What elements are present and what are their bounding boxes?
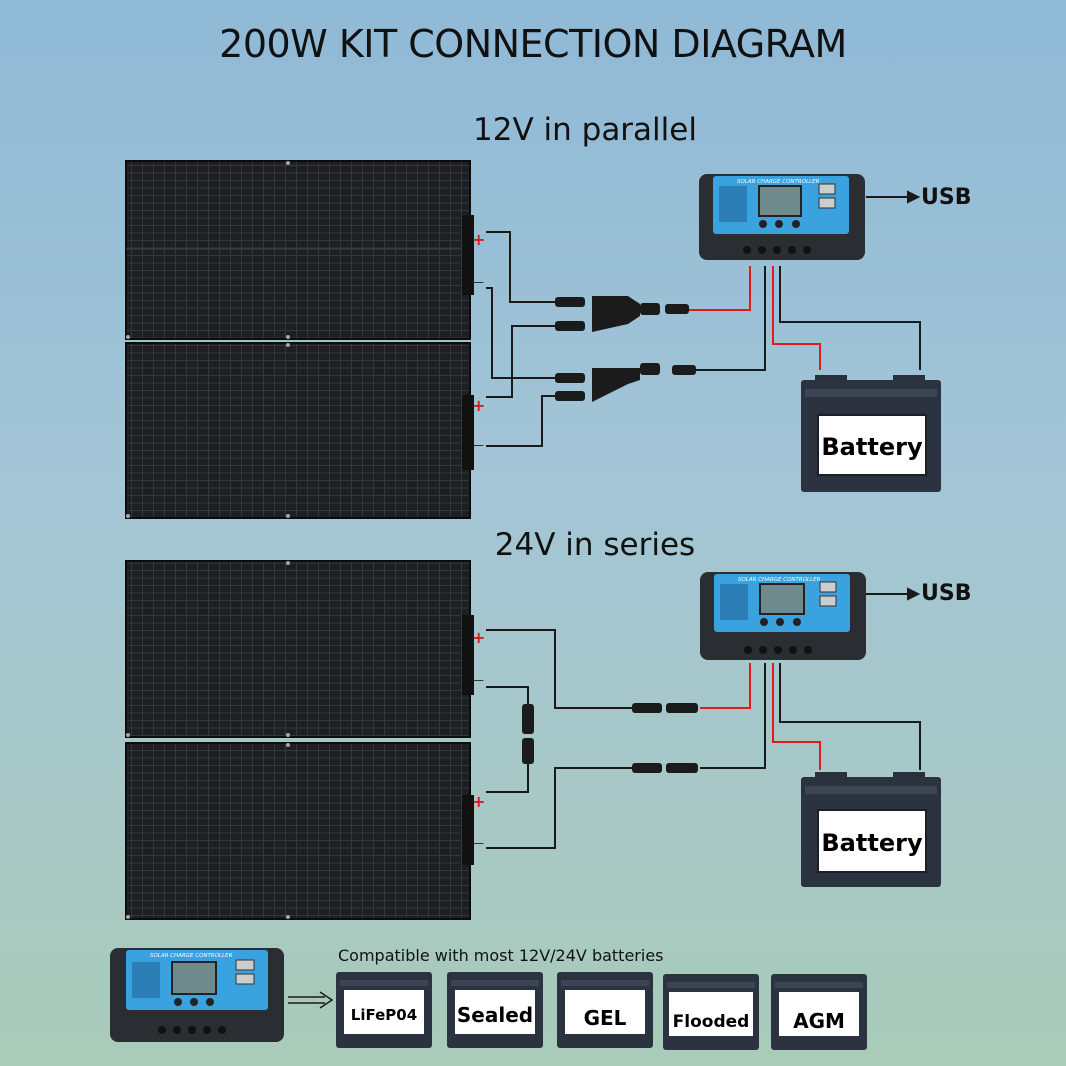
solar-panel-series-top xyxy=(125,560,474,738)
battery-parallel: Battery xyxy=(801,375,941,492)
minus-mark: — xyxy=(472,673,484,687)
controller-label: SOLAR CHARGE CONTROLLER xyxy=(737,179,820,185)
minus-mark: — xyxy=(472,438,484,452)
diagram-title: 200W KIT CONNECTION DIAGRAM xyxy=(219,22,847,66)
compatibility-note: Compatible with most 12V/24V batteries xyxy=(338,946,664,965)
plus-mark: + xyxy=(472,396,485,415)
parallel-wiring xyxy=(486,231,921,447)
usb-label-series: USB xyxy=(921,581,972,606)
series-wiring xyxy=(486,629,921,849)
minus-mark: — xyxy=(472,275,484,289)
solar-panel-parallel-bottom xyxy=(125,342,474,519)
plus-mark: + xyxy=(472,230,485,249)
series-heading: 24V in series xyxy=(494,527,696,563)
minus-mark: — xyxy=(472,836,484,850)
parallel-heading: 12V in parallel xyxy=(473,112,697,148)
charge-controller-series: SOLAR CHARGE CONTROLLER xyxy=(700,572,866,660)
battery-series: Battery xyxy=(801,772,941,887)
battery-type-flooded: Flooded xyxy=(663,974,759,1050)
battery-type-lifepo4: LiFeP04 xyxy=(336,972,432,1048)
plus-mark: + xyxy=(472,792,485,811)
plus-mark: + xyxy=(472,628,485,647)
charge-controller-parallel: SOLAR CHARGE CONTROLLER xyxy=(699,174,865,260)
controller-label: SOLAR CHARGE CONTROLLER xyxy=(150,953,233,959)
battery-label: Battery xyxy=(821,433,923,461)
usb-label-parallel: USB xyxy=(921,185,972,210)
solar-panel-series-bottom xyxy=(125,742,474,920)
battery-type-label: GEL xyxy=(584,1006,627,1030)
battery-type-sealed: Sealed xyxy=(447,972,543,1048)
double-arrow xyxy=(288,991,334,1009)
mc4-connectors-parallel xyxy=(555,296,696,402)
battery-type-gel: GEL xyxy=(557,972,653,1048)
battery-type-agm: AGM xyxy=(771,974,867,1050)
battery-label: Battery xyxy=(821,829,923,857)
battery-type-label: AGM xyxy=(793,1009,845,1033)
battery-type-label: Flooded xyxy=(673,1012,750,1032)
series-positive-wiring xyxy=(700,663,821,770)
solar-panel-parallel-top xyxy=(125,160,474,340)
controller-label: SOLAR CHARGE CONTROLLER xyxy=(738,577,821,583)
battery-type-label: LiFeP04 xyxy=(351,1006,417,1024)
battery-type-label: Sealed xyxy=(457,1003,533,1027)
usb-arrows xyxy=(866,190,921,601)
mc4-connectors-series xyxy=(522,703,698,773)
parallel-positive-wiring xyxy=(688,266,821,370)
charge-controller-small: SOLAR CHARGE CONTROLLER xyxy=(110,948,284,1042)
